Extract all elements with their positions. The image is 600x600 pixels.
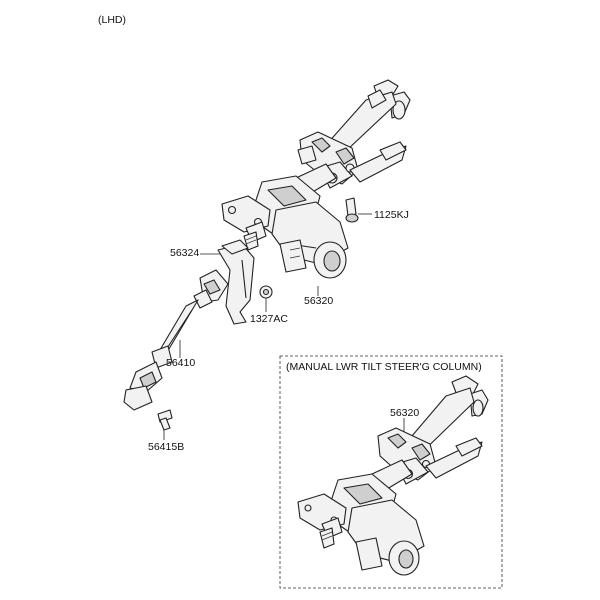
lhd-label: (LHD) xyxy=(98,14,126,26)
cover-56324 xyxy=(217,239,255,325)
bolt-1125kj xyxy=(345,197,359,223)
nut-1327ac xyxy=(259,285,273,299)
inset-steering-column xyxy=(297,375,489,576)
intermediate-shaft-56410 xyxy=(123,269,229,411)
label-56410: 56410 xyxy=(166,357,195,369)
label-1125kj: 1125KJ xyxy=(374,209,409,221)
label-56415b: 56415B xyxy=(148,441,184,453)
inset-frame xyxy=(279,355,503,589)
bolt-56415b xyxy=(157,409,173,431)
inset-label-56320: 56320 xyxy=(390,407,419,419)
label-1327ac: 1327AC xyxy=(250,313,288,325)
label-56324: 56324 xyxy=(170,247,199,259)
steering-column-assembly xyxy=(221,79,411,279)
inset-title: (MANUAL LWR TILT STEER'G COLUMN) xyxy=(286,361,482,373)
label-56320: 56320 xyxy=(304,295,333,307)
